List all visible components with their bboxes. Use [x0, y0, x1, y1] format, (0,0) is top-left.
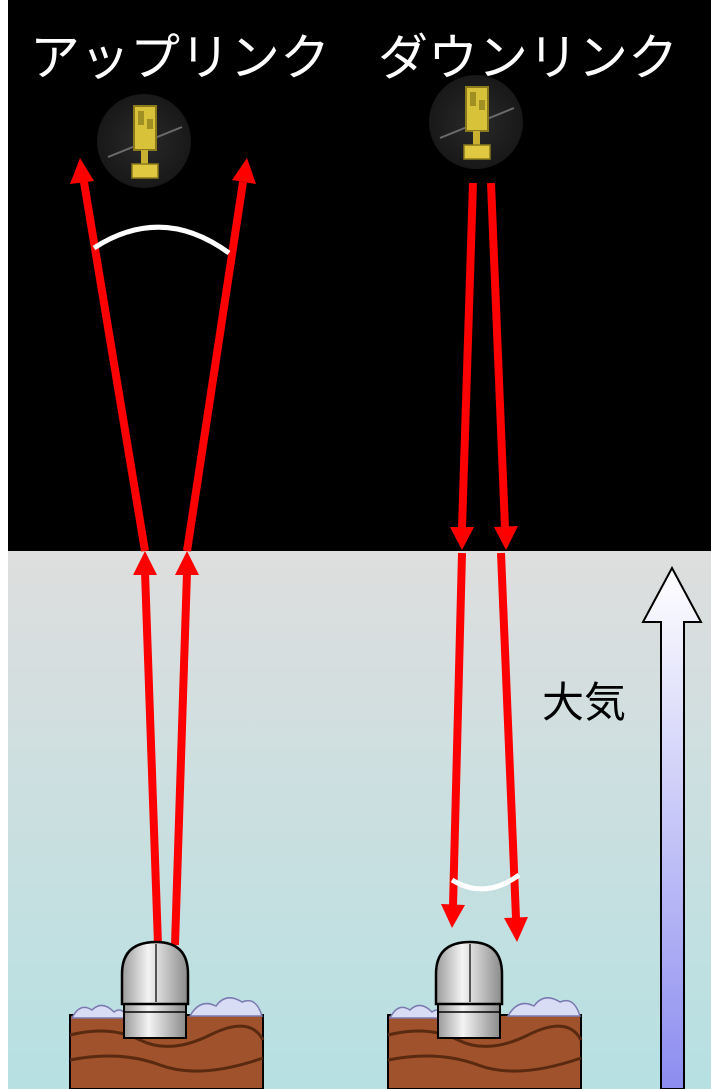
uplink-beam-left-lower [141, 571, 162, 946]
arrowhead [450, 527, 474, 550]
space-region [8, 0, 711, 551]
downlink-beam-right-lower [497, 552, 520, 919]
arrowhead [133, 551, 157, 575]
uplink-angle-arc [92, 224, 231, 256]
downlink-beam-right-upper [487, 182, 509, 529]
satellite-icon [429, 75, 523, 169]
downlink-beams [441, 182, 528, 942]
arrowhead [70, 158, 94, 184]
uplink-beams [70, 158, 256, 946]
uplink-beam-right-upper [183, 181, 247, 552]
satellite-icon [97, 94, 191, 188]
atmosphere-gradient-arrow [641, 565, 703, 1089]
observatory-dome-icon [387, 940, 583, 1089]
arrowhead [494, 526, 518, 550]
atmosphere-label: 大気 [542, 678, 626, 727]
observatory-dome-icon [69, 940, 265, 1089]
arrowhead [504, 917, 528, 942]
atmosphere-region [8, 551, 711, 1089]
arrowhead [441, 904, 465, 928]
arrowhead [232, 158, 256, 184]
uplink-title: アップリンク [30, 29, 330, 87]
downlink-beam-left-upper [458, 182, 477, 529]
uplink-beam-right-lower [171, 571, 191, 946]
downlink-title: ダウンリンク [378, 29, 678, 87]
downlink-beam-left-lower [449, 552, 466, 907]
uplink-beam-left-upper [80, 181, 149, 552]
downlink-angle-arc [450, 872, 521, 892]
arrowhead [175, 551, 199, 575]
